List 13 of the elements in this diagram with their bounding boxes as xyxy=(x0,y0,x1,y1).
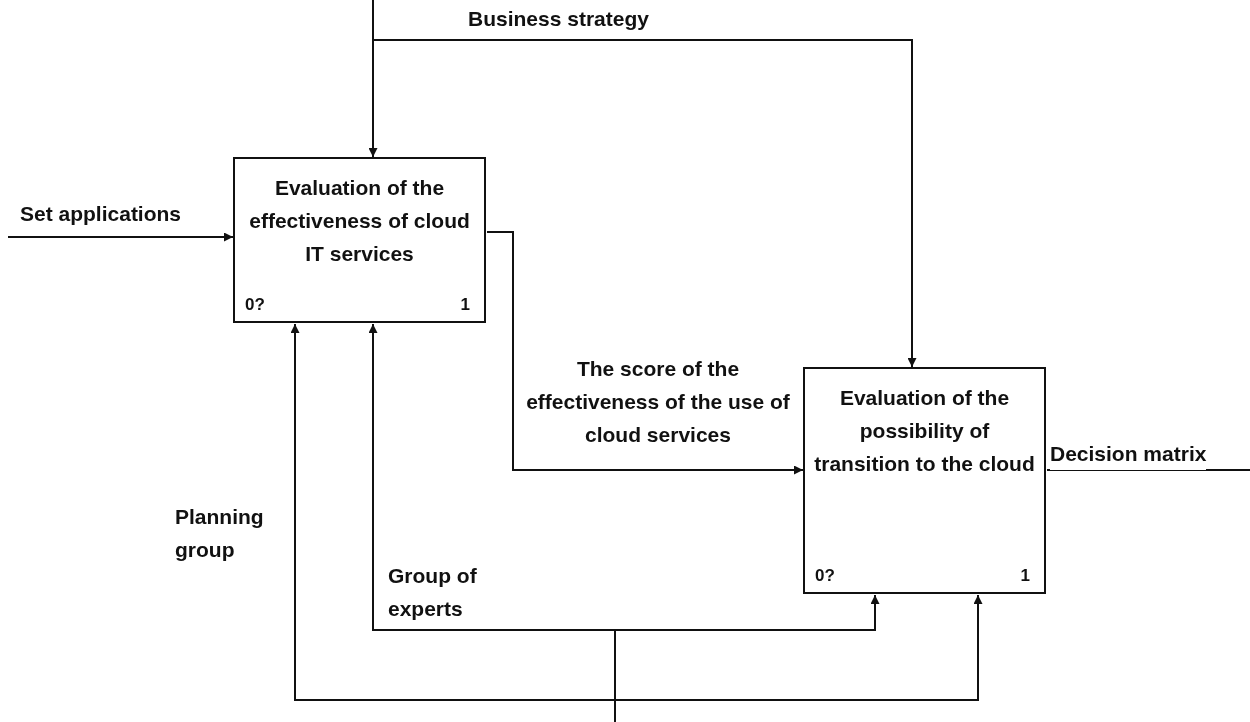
process-title: Evaluation of the effectiveness of cloud IT services xyxy=(248,175,471,267)
arrow xyxy=(486,231,804,475)
connector-line xyxy=(1046,469,1250,471)
arrow xyxy=(7,232,234,242)
node-number: 1 xyxy=(1020,566,1030,586)
arrow xyxy=(614,594,880,722)
process-title: Evaluation of the possibility of transition to the cloud xyxy=(813,385,1036,477)
node-number: 0? xyxy=(245,295,265,315)
node-number: 0? xyxy=(815,566,835,586)
node-number: 1 xyxy=(460,295,470,315)
arrow xyxy=(372,0,917,368)
process-box xyxy=(803,367,1046,594)
process-box xyxy=(233,157,486,323)
